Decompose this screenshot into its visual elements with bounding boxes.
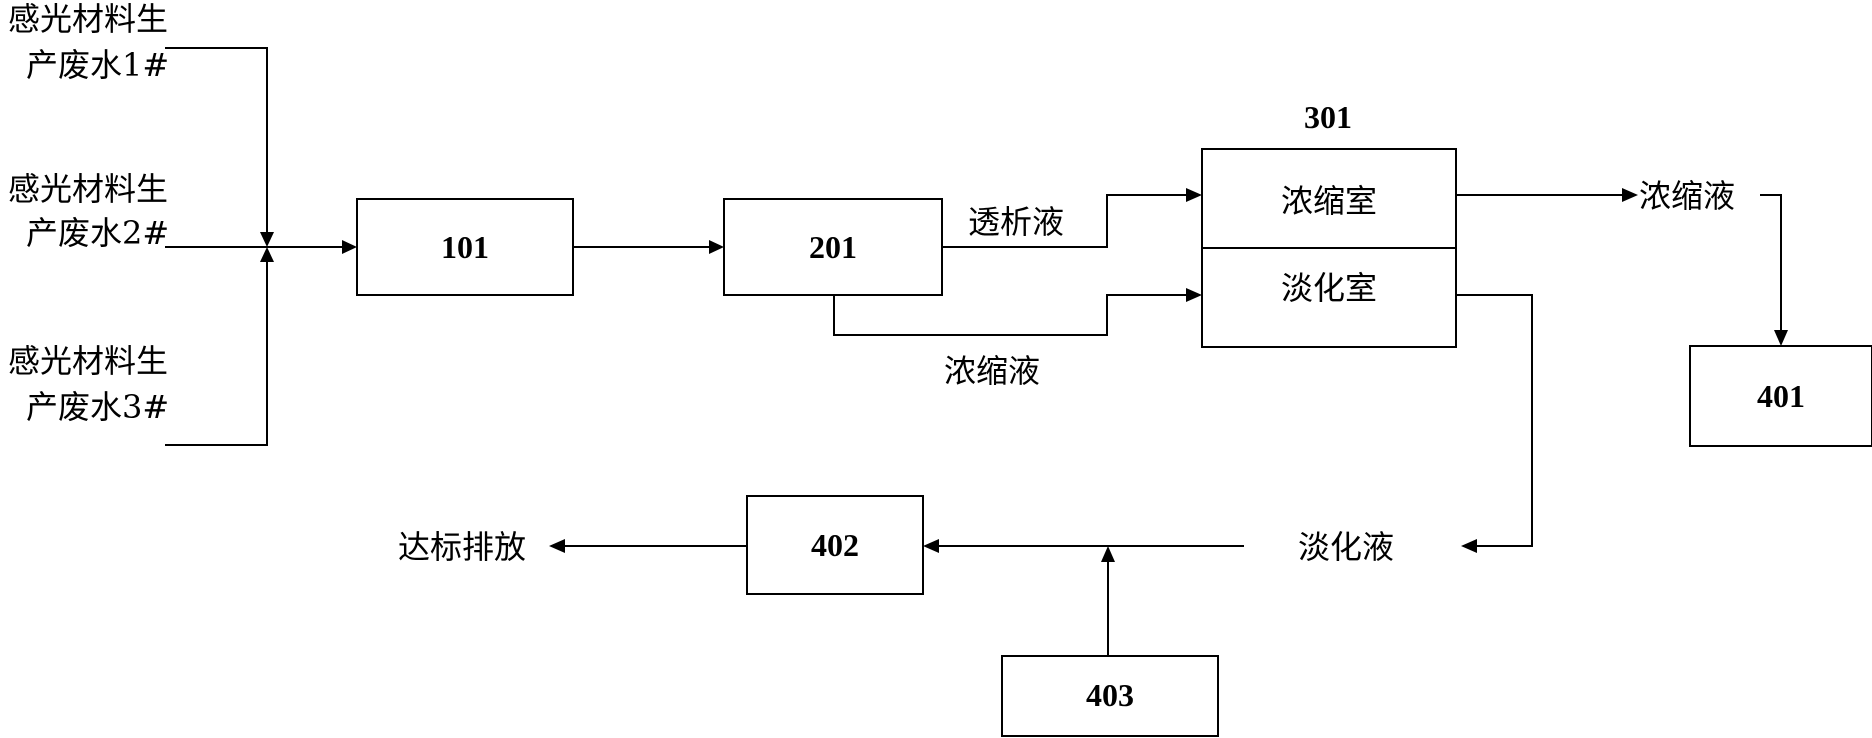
dialysate-line — [942, 194, 1186, 248]
unit-301-label: 301 — [1304, 99, 1352, 135]
source-wastewater-3: 感光材料生 产废水3# — [8, 342, 169, 426]
unit-402-label: 402 — [811, 527, 859, 563]
unit-402-box — [746, 495, 924, 595]
unit-403-label: 403 — [1086, 677, 1134, 713]
source-3-arrowhead — [260, 247, 274, 262]
source-3-line2: 产废水3# — [26, 388, 169, 426]
arrow-to-junction — [1101, 546, 1115, 562]
concentrate-201-line — [833, 294, 1186, 336]
source-2-line2: 产废水2# — [26, 214, 169, 252]
source-wastewater-1: 感光材料生 产废水1# — [8, 0, 169, 84]
concentrate-301-label: 浓缩液 — [1639, 177, 1735, 215]
diluate-label: 淡化液 — [1298, 528, 1394, 566]
unit-401-box — [1689, 345, 1872, 447]
arrow-to-concentrate-output — [1622, 188, 1638, 202]
concentrate-to-401-line — [1760, 194, 1782, 330]
arrow-to-dilute-chamber — [1186, 288, 1202, 302]
source-3-line — [165, 262, 268, 446]
dialysate-label: 透析液 — [968, 203, 1064, 241]
dilute-chamber-label: 淡化室 — [1281, 269, 1377, 307]
unit-201-box — [723, 198, 943, 296]
concentrate-chamber-label: 浓缩室 — [1281, 182, 1377, 220]
source-2-line1: 感光材料生 — [8, 170, 168, 208]
unit-201-label: 201 — [809, 229, 857, 265]
source-1-line — [165, 47, 268, 232]
source-1-line1: 感光材料生 — [8, 0, 168, 38]
arrow-to-diluate — [1461, 539, 1477, 553]
source-1-line2: 产废水1# — [26, 46, 169, 84]
arrow-to-401 — [1774, 330, 1788, 346]
source-3-line1: 感光材料生 — [8, 342, 168, 380]
arrow-to-101 — [342, 240, 357, 254]
concentrate-201-label: 浓缩液 — [944, 352, 1040, 390]
arrow-to-201 — [709, 240, 724, 254]
source-1-arrowhead — [260, 232, 274, 247]
arrow-to-concentrate-chamber — [1186, 188, 1202, 202]
source-wastewater-2: 感光材料生 产废水2# — [8, 170, 169, 252]
unit-101-label: 101 — [441, 229, 489, 265]
arrow-to-discharge — [549, 539, 565, 553]
unit-403-box — [1001, 655, 1219, 737]
dilute-out-line — [1456, 294, 1533, 547]
arrow-to-402 — [923, 539, 939, 553]
discharge-label: 达标排放 — [398, 528, 526, 566]
unit-401-label: 401 — [1757, 378, 1805, 414]
